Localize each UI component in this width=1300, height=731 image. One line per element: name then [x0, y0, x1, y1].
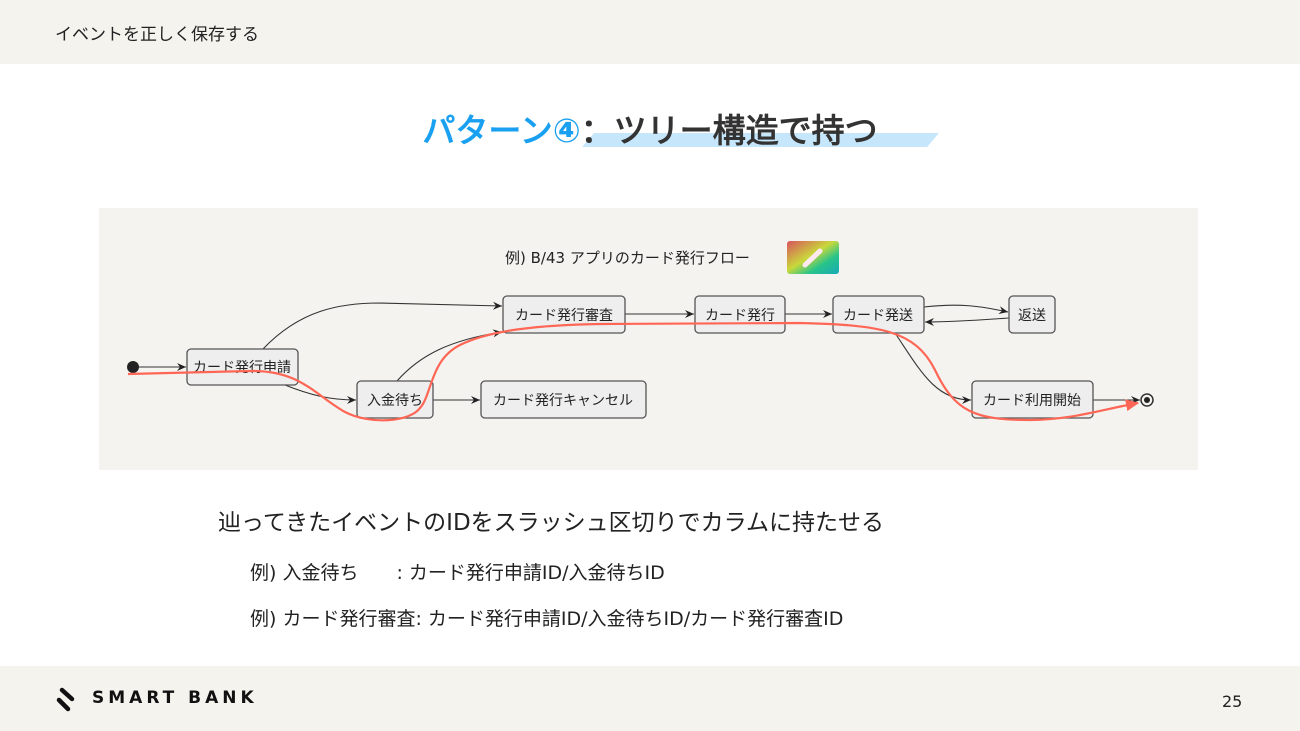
pencil-icon: [787, 241, 839, 274]
end-node: [1140, 393, 1154, 407]
svg-text:入金待ち: 入金待ち: [367, 393, 423, 409]
svg-text:返送: 返送: [1018, 308, 1046, 324]
node-start-use: カード利用開始: [971, 380, 1094, 419]
state-diagram: [99, 208, 1198, 470]
page-number: 25: [1222, 692, 1243, 711]
node-ship: カード発送: [832, 295, 925, 334]
svg-text:カード発行キャンセル: カード発行キャンセル: [493, 393, 633, 409]
slide-title: パターン④：ツリー構造で持つ: [0, 104, 1300, 152]
node-cancel: カード発行キャンセル: [480, 380, 647, 419]
example-1: 例) 入金待ち : カード発行申請ID/入金待ちID: [250, 562, 665, 584]
node-review: カード発行審査: [502, 295, 626, 334]
node-payment: 入金待ち: [356, 380, 434, 419]
header: イベントを正しく保存する: [0, 0, 1300, 64]
svg-text:カード発行: カード発行: [705, 308, 775, 324]
smartbank-logo-icon: [56, 687, 75, 712]
svg-text:カード発行審査: カード発行審査: [515, 308, 613, 324]
main-description: 辿ってきたイベントのIDをスラッシュ区切りでカラムに持たせる: [218, 510, 884, 536]
title-accent: パターン④: [422, 111, 581, 150]
section-title: イベントを正しく保存する: [55, 25, 259, 45]
smartbank-logo: SMART BANK: [92, 688, 258, 708]
highlighted-path: [127, 321, 1139, 422]
node-issue: カード発行: [694, 295, 786, 334]
title-rest: ：ツリー構造で持つ: [580, 111, 878, 150]
example-2: 例) カード発行審査: カード発行申請ID/入金待ちID/カード発行審査ID: [250, 608, 844, 630]
svg-text:カード発送: カード発送: [843, 308, 913, 324]
footer: [0, 666, 1300, 731]
start-node: [127, 361, 139, 373]
svg-text:カード利用開始: カード利用開始: [983, 393, 1081, 409]
node-apply: カード発行申請: [186, 348, 299, 386]
node-return: 返送: [1008, 295, 1056, 334]
diagram-caption: 例) B/43 アプリのカード発行フロー: [505, 249, 750, 267]
